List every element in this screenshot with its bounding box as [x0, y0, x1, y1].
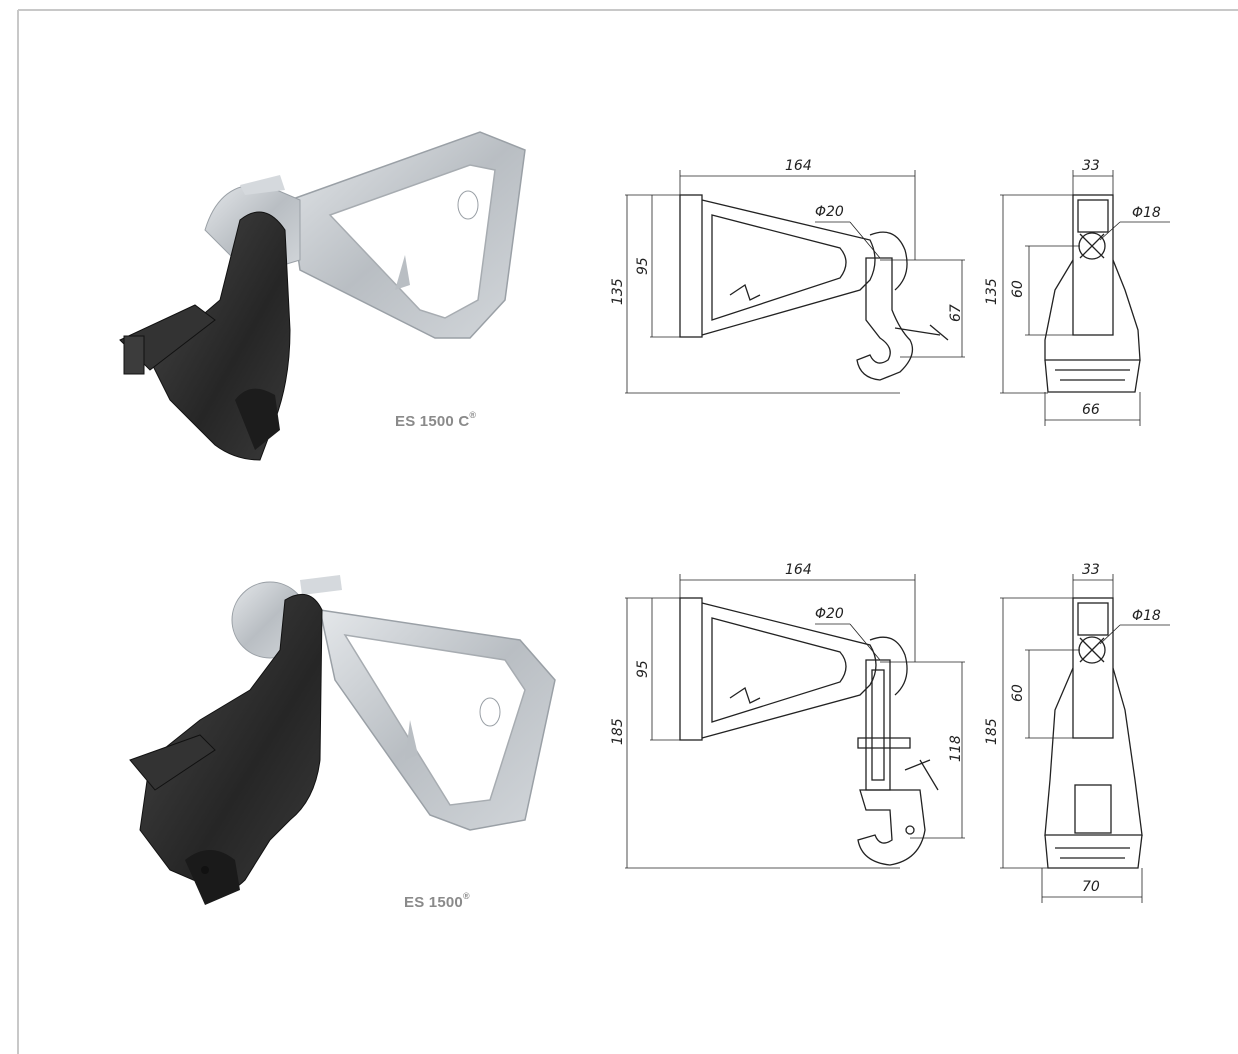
registered-mark: ®: [462, 891, 470, 901]
front-dim-total-height-2: 185: [984, 718, 1000, 745]
side-view-drawing-1: [679, 194, 949, 381]
front-dim-hole-offset-2: 60: [1010, 684, 1026, 702]
front-dim-hole-offset-1: 60: [1010, 280, 1026, 298]
product-name: ES 1500: [404, 894, 463, 911]
side-view-drawing-2: [679, 597, 939, 866]
side-dim-hook-diameter-2: Φ20: [815, 606, 844, 622]
side-dim-hook-diameter-1: Φ20: [815, 204, 844, 220]
product-label-es1500: ES 1500®: [404, 891, 470, 911]
front-view-dims-1: [1000, 170, 1170, 426]
side-dim-body-height-1: 95: [635, 257, 651, 275]
registered-mark: ®: [469, 410, 477, 420]
front-dim-hole-diameter-2: Φ18: [1132, 608, 1161, 624]
front-dim-total-height-1: 135: [984, 278, 1000, 305]
side-dim-width-2: 164: [785, 562, 812, 578]
side-dim-total-height-1: 135: [610, 278, 626, 305]
product-label-es1500c: ES 1500 C®: [395, 410, 477, 430]
side-view-dims-1: [625, 170, 965, 394]
side-dim-total-height-2: 185: [610, 718, 626, 745]
front-dim-bottom-width-2: 70: [1082, 879, 1100, 895]
front-view-dims-2: [1000, 574, 1170, 903]
front-dim-hole-diameter-1: Φ18: [1132, 205, 1161, 221]
product-name: ES 1500 C: [395, 413, 470, 430]
side-dim-hook-height-2: 118: [948, 735, 964, 762]
side-dim-hook-height-1: 67: [948, 304, 964, 322]
front-dim-top-width-2: 33: [1082, 562, 1100, 578]
side-dim-body-height-2: 95: [635, 660, 651, 678]
side-view-dims-2: [625, 574, 965, 869]
front-dim-bottom-width-1: 66: [1082, 402, 1100, 418]
front-view-drawing-2: [1044, 597, 1143, 869]
product-photo-es1500c: [119, 131, 526, 461]
side-dim-width-1: 164: [785, 158, 812, 174]
front-dim-top-width-1: 33: [1082, 158, 1100, 174]
product-photo-es1500: [129, 575, 556, 905]
front-view-drawing-1: [1044, 194, 1141, 393]
